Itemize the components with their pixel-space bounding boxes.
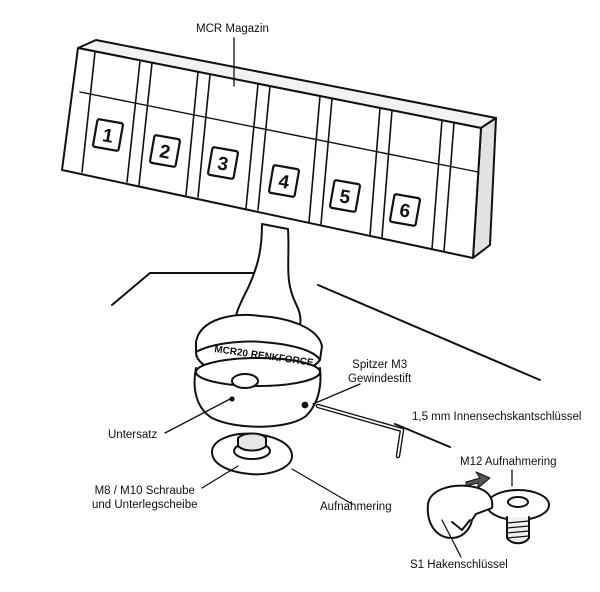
- slot-number: 6: [398, 200, 412, 223]
- mount-screw: [237, 432, 267, 452]
- slot-5: 5: [328, 179, 362, 213]
- label-set-screw: Spitzer M3 Gewindestift: [348, 358, 411, 386]
- hex-key-inner: [317, 405, 403, 457]
- m12-screw-thread: [506, 520, 530, 539]
- slot-box: [388, 193, 422, 227]
- label-set-screw-line1: Spitzer M3: [352, 359, 408, 371]
- magazine-upper-ridge: [79, 91, 479, 173]
- slot-1: 1: [91, 118, 125, 152]
- hook-wrench: [426, 484, 494, 539]
- table-edge: [394, 423, 451, 448]
- slot-6: 6: [388, 193, 422, 227]
- magazine-front: [61, 47, 482, 259]
- pivot-collar-rim: [195, 340, 321, 361]
- slot-number: 4: [277, 171, 291, 194]
- hex-key: [315, 403, 405, 459]
- label-set-screw-line2: Gewindestift: [348, 373, 412, 385]
- label-hex-key: 1,5 mm Innensechskantschlüssel: [412, 411, 582, 423]
- magazine-segments: [81, 51, 455, 252]
- slot-number: 5: [338, 186, 352, 209]
- base-hole: [231, 373, 259, 389]
- label-magazine: MCR Magazin: [196, 23, 269, 35]
- table-outline: [111, 272, 283, 306]
- base-top: [195, 357, 321, 387]
- m12-ring-hole: [507, 496, 529, 508]
- slot-box: [328, 179, 362, 213]
- slot-box: [206, 146, 240, 180]
- set-screw-hole: [301, 401, 309, 409]
- label-screw: M8 / M10 Schraube und Unterlegscheibe: [92, 484, 198, 512]
- label-screw-line1: M8 / M10 Schraube: [94, 485, 195, 497]
- slot-number: 1: [101, 125, 115, 148]
- slot-2: 2: [148, 134, 182, 168]
- label-screw-line2: und Unterlegscheibe: [92, 499, 198, 511]
- slot-3: 3: [206, 146, 240, 180]
- label-base: Untersatz: [108, 429, 158, 441]
- slot-number-group: 1 2 3 4 5 6: [91, 118, 422, 227]
- slot-box: [267, 164, 301, 198]
- hook-wrench-notch: [451, 519, 471, 531]
- label-m12-ring: M12 Aufnahmering: [460, 456, 557, 468]
- slot-number: 3: [216, 153, 230, 176]
- table-outline-right: [317, 284, 541, 381]
- label-mount-ring: Aufnahmering: [320, 501, 392, 513]
- slot-box: [91, 118, 125, 152]
- slot-4: 4: [267, 164, 301, 198]
- slot-box: [148, 134, 182, 168]
- slot-number: 2: [158, 141, 172, 164]
- leader-lines: [164, 37, 513, 558]
- rotation-arrow: [465, 471, 491, 489]
- label-hook-wrench: S1 Hakenschlüssel: [410, 559, 508, 571]
